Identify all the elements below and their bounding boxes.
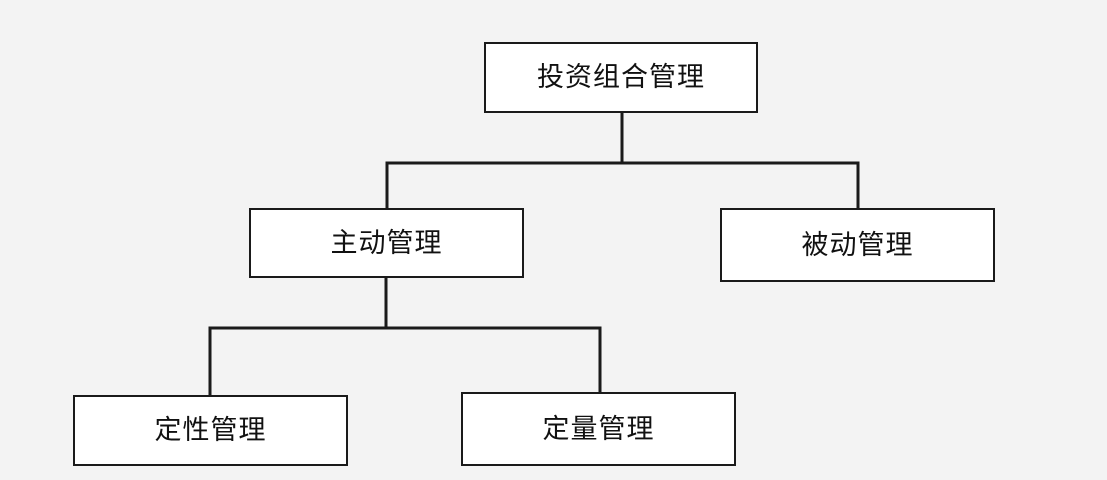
node-portfolio-management[interactable]: 投资组合管理 xyxy=(484,42,758,113)
node-quantitative-management[interactable]: 定量管理 xyxy=(461,392,736,466)
node-label-passive: 被动管理 xyxy=(801,229,914,260)
node-label-root: 投资组合管理 xyxy=(537,62,705,92)
node-label-active: 主动管理 xyxy=(330,227,443,258)
node-active-management[interactable]: 主动管理 xyxy=(249,208,524,278)
node-passive-management[interactable]: 被动管理 xyxy=(720,208,995,282)
node-label-qualitative: 定性管理 xyxy=(154,415,267,445)
node-qualitative-management[interactable]: 定性管理 xyxy=(73,395,348,466)
node-label-quantitative: 定量管理 xyxy=(542,413,655,444)
